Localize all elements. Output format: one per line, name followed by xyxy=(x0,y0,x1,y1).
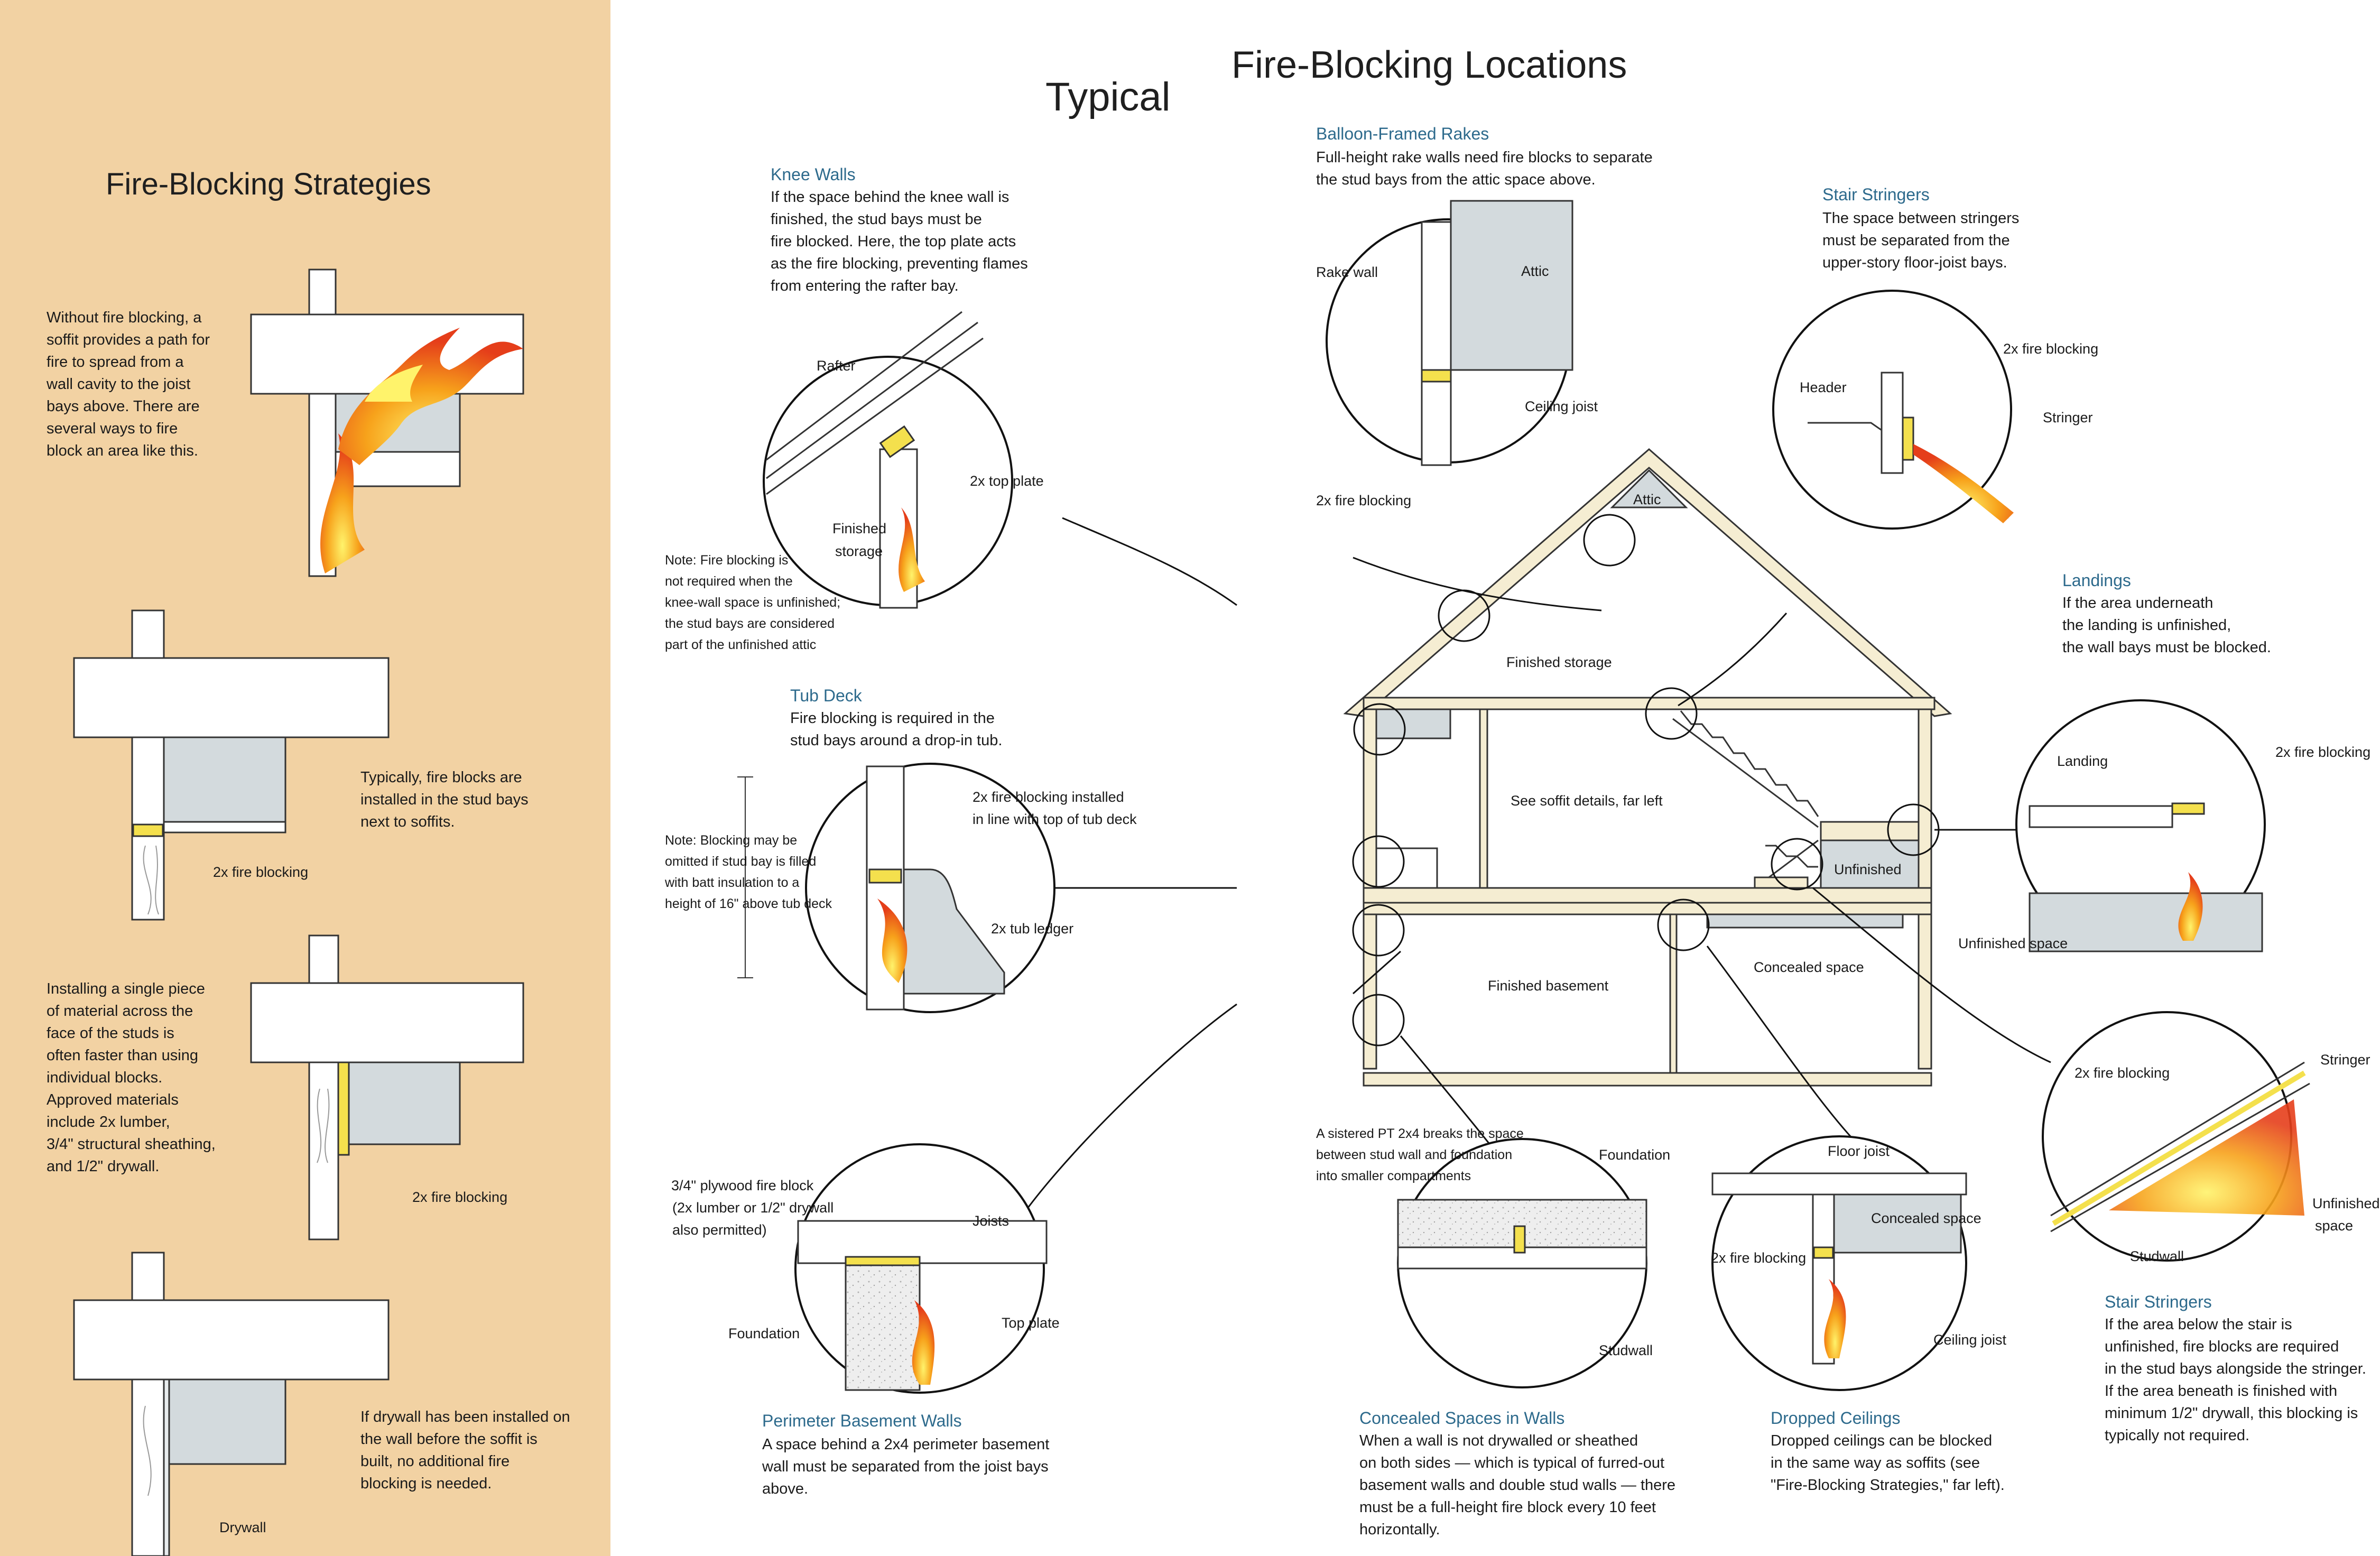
dropped-label-floor-joist: Floor joist xyxy=(1828,1143,1890,1159)
stair-stringer-top-detail xyxy=(1772,290,2014,530)
perimeter-label-plywood-2: (2x lumber or 1/2" drywall xyxy=(672,1200,834,1216)
soffit-no-blocking-drawing xyxy=(250,268,524,577)
perimeter-label-top-plate: Top plate xyxy=(1002,1315,1060,1331)
landings-text: If the area underneath the landing is un… xyxy=(2062,595,2271,656)
page-title: Fire-Blocking Locations xyxy=(1231,44,1627,86)
stair-stringer-bottom-detail xyxy=(2042,1011,2310,1262)
tub-label-fb-1: 2x fire blocking installed xyxy=(973,789,1124,805)
strategy-label-3: 2x fire blocking xyxy=(412,1189,508,1205)
strategy-text-2: Typically, fire blocks are installed in … xyxy=(360,769,529,830)
knee-label-top-plate: 2x top plate xyxy=(970,473,1044,489)
strategy-text-3: Installing a single piece of material ac… xyxy=(47,980,216,1175)
soffit-stud-blocks-drawing xyxy=(73,609,390,921)
tub-label-fb-2: in line with top of tub deck xyxy=(973,811,1137,827)
knee-walls-title: Knee Walls xyxy=(771,165,856,184)
tub-label-ledger: 2x tub ledger xyxy=(991,921,1074,937)
perimeter-label-plywood-1: 3/4" plywood fire block xyxy=(671,1178,814,1193)
perimeter-label-plywood-3: also permitted) xyxy=(672,1222,767,1238)
house-label-attic: Attic xyxy=(1633,492,1661,507)
balloon-rake-detail xyxy=(1326,200,1573,466)
perimeter-wall-detail xyxy=(794,1143,1048,1394)
knee-label-rafter: Rafter xyxy=(817,358,856,374)
house-section-drawing xyxy=(1343,448,1952,1087)
house-label-soffit: See soffit details, far left xyxy=(1511,793,1663,809)
stair-bottom-label-studwall: Studwall xyxy=(2130,1248,2184,1264)
knee-walls-note: Note: Fire blocking is not required when… xyxy=(665,553,841,652)
knee-label-finished: Finished xyxy=(832,521,887,536)
tub-deck-text: Fire blocking is required in the stud ba… xyxy=(790,710,1003,749)
balloon-label-ceiling-joist: Ceiling joist xyxy=(1525,399,1598,414)
concealed-title: Concealed Spaces in Walls xyxy=(1359,1409,1565,1428)
dropped-label-fire-blocking: 2x fire blocking xyxy=(1711,1250,1807,1266)
callout-leader-lines xyxy=(1014,517,2051,1227)
soffit-sheathing-drawing xyxy=(250,934,524,1240)
concealed-label-studwall: Studwall xyxy=(1599,1342,1653,1358)
balloon-label-fire-blocking: 2x fire blocking xyxy=(1316,493,1412,508)
dropped-text: Dropped ceilings can be blocked in the s… xyxy=(1771,1432,2005,1494)
dropped-ceiling-detail xyxy=(1711,1135,1967,1391)
house-label-finished-basement: Finished basement xyxy=(1488,978,1609,994)
house-label-concealed-space: Concealed space xyxy=(1754,959,1864,975)
knee-wall-detail xyxy=(763,311,1013,609)
strategy-label-4: Drywall xyxy=(219,1520,266,1535)
stair-bottom-label-unfinished-1: Unfinished xyxy=(2312,1196,2380,1211)
tub-deck-title: Tub Deck xyxy=(790,686,862,705)
perimeter-title: Perimeter Basement Walls xyxy=(762,1411,962,1430)
stair-top-label-fire-blocking: 2x fire blocking xyxy=(2003,341,2099,357)
concealed-note: A sistered PT 2x4 breaks the space betwe… xyxy=(1316,1126,1524,1183)
stair-bottom-label-fire-blocking: 2x fire blocking xyxy=(2075,1065,2170,1081)
tub-deck-note: Note: Blocking may be omitted if stud ba… xyxy=(665,833,832,911)
perimeter-label-foundation: Foundation xyxy=(728,1326,800,1341)
landing-label-fire-blocking: 2x fire blocking xyxy=(2275,744,2371,760)
landing-label-unfinished: Unfinished space xyxy=(1958,936,2068,951)
perimeter-text: A space behind a 2x4 perimeter basement … xyxy=(762,1436,1050,1497)
balloon-label-attic: Attic xyxy=(1521,263,1549,279)
landings-title: Landings xyxy=(2062,571,2131,590)
stair-top-title: Stair Stringers xyxy=(1822,185,1930,204)
strategies-title: Fire-Blocking Strategies xyxy=(106,167,431,201)
tub-deck-detail xyxy=(737,763,1055,1013)
soffit-drywall-drawing xyxy=(73,1252,390,1556)
strategy-text-1: Without fire blocking, a soffit provides… xyxy=(47,309,210,459)
stair-bottom-text: If the area below the stair is unfinishe… xyxy=(2105,1316,2366,1444)
dropped-label-concealed: Concealed space xyxy=(1871,1210,1981,1226)
page-title-prefix: Typical xyxy=(1045,75,1171,119)
house-label-unfinished: Unfinished xyxy=(1834,862,1902,877)
knee-label-storage: storage xyxy=(835,543,883,559)
balloon-text: Full-height rake walls need fire blocks … xyxy=(1316,149,1653,188)
concealed-label-foundation: Foundation xyxy=(1599,1147,1671,1163)
stair-top-label-stringer: Stringer xyxy=(2043,410,2093,425)
concealed-space-detail xyxy=(1397,1138,1647,1388)
house-label-finished-storage: Finished storage xyxy=(1506,654,1612,670)
stair-bottom-label-unfinished-2: space xyxy=(2315,1218,2354,1234)
knee-walls-text: If the space behind the knee wall is fin… xyxy=(771,189,1028,294)
landing-detail xyxy=(2015,699,2266,952)
stair-top-text: The space between stringers must be sepa… xyxy=(1822,210,2020,271)
stair-bottom-label-stringer: Stringer xyxy=(2320,1052,2370,1068)
balloon-title: Balloon-Framed Rakes xyxy=(1316,124,1489,143)
perimeter-label-joists: Joists xyxy=(973,1213,1010,1229)
balloon-label-rake-wall: Rake wall xyxy=(1316,264,1378,280)
dropped-label-ceiling-joist: Ceiling joist xyxy=(1933,1332,2007,1348)
stair-top-label-header: Header xyxy=(1800,379,1847,395)
strategies-panel xyxy=(0,0,610,1556)
concealed-text: When a wall is not drywalled or sheathed… xyxy=(1359,1432,1676,1538)
stair-bottom-title: Stair Stringers xyxy=(2105,1292,2212,1311)
landing-label-landing: Landing xyxy=(2057,753,2108,769)
strategy-text-4: If drywall has been installed on the wal… xyxy=(360,1409,570,1492)
dropped-title: Dropped Ceilings xyxy=(1771,1409,1901,1428)
strategy-label-2: 2x fire blocking xyxy=(213,864,309,880)
